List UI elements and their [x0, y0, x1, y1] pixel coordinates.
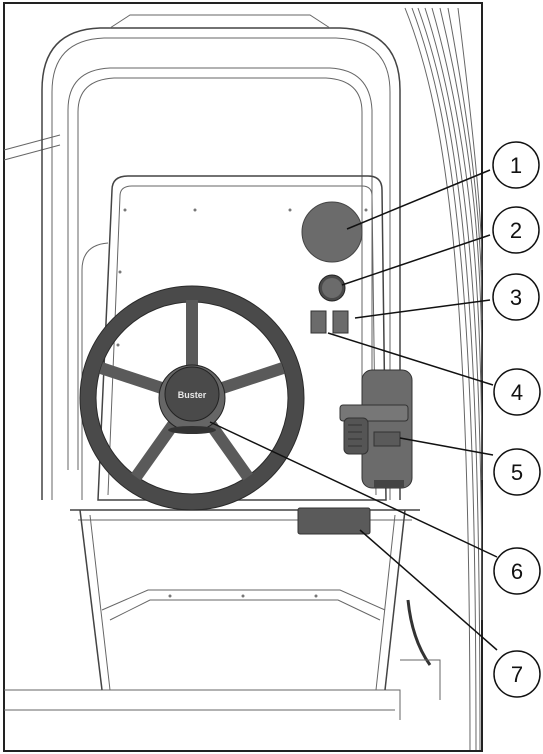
steering-wheel: Buster: [79, 285, 305, 511]
callout-number: 2: [510, 218, 522, 243]
steering-wheel-hub: [164, 366, 220, 422]
callout-circle: [492, 206, 540, 254]
deck-lines: [3, 134, 401, 720]
small-round-switch: [318, 274, 346, 302]
left-switch: [310, 310, 327, 334]
rectangular-panel: [297, 507, 371, 535]
windshield-frame: [41, 14, 401, 500]
callout-circle: [492, 273, 540, 321]
throttle-control: [339, 369, 413, 489]
callout-number: 1: [510, 153, 522, 178]
callout-7: 7: [493, 650, 541, 698]
callout-circle: [493, 547, 541, 595]
callout-1: 1: [492, 141, 540, 189]
callout-3: 3: [492, 273, 540, 321]
callout-4: 4: [493, 368, 541, 416]
callout-circle: [492, 141, 540, 189]
callout-2: 2: [492, 206, 540, 254]
callout-6: 6: [493, 547, 541, 595]
callout-number: 6: [511, 559, 523, 584]
callout-group: 1 2 3 4 5 6 7: [492, 141, 541, 698]
callout-circle: [493, 448, 541, 496]
right-switch: [332, 310, 349, 334]
callout-number: 4: [511, 380, 523, 405]
wheel-brand-label: Buster: [178, 390, 207, 400]
callout-5: 5: [493, 448, 541, 496]
hull-lines: [404, 7, 483, 751]
leader-lines: [209, 169, 498, 651]
round-gauge: [301, 201, 363, 263]
callout-number: 7: [511, 662, 523, 687]
callout-circle: [493, 650, 541, 698]
callout-number: 5: [511, 460, 523, 485]
callout-number: 3: [510, 285, 522, 310]
callout-circle: [493, 368, 541, 416]
